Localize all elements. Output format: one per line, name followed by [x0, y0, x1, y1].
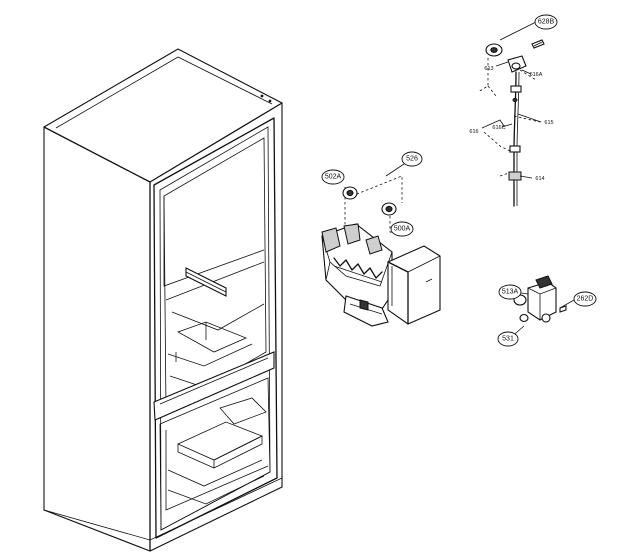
part-label-613: 613	[484, 66, 493, 72]
tube-grommet	[485, 43, 503, 57]
lower-compartment	[159, 377, 271, 531]
ice-maker-assembly	[321, 163, 441, 327]
grommet-left	[342, 186, 358, 200]
part-label-614: 614	[535, 176, 544, 182]
callout-262d: 262D	[573, 291, 597, 307]
callout-513a-label: 513A	[502, 289, 519, 296]
callout-531: 531	[497, 331, 519, 347]
callout-526: 526	[401, 151, 423, 167]
callout-262d-label: 262D	[577, 296, 594, 303]
part-label-615: 615	[544, 120, 553, 126]
screw-top	[531, 39, 545, 49]
callout-628b-label: 628B	[538, 19, 555, 26]
refrigerator-cabinet	[43, 48, 283, 552]
callout-500a-label: 500A	[394, 226, 411, 233]
callout-502a: 502A	[321, 169, 345, 185]
callout-502a-label: 502A	[325, 174, 342, 181]
part-label-616: 616	[469, 129, 478, 135]
grommet-right	[381, 202, 397, 216]
callout-628b: 628B	[534, 14, 558, 30]
water-valve-assembly	[509, 275, 575, 339]
part-label-616c: 616C	[492, 125, 505, 131]
upper-compartment	[163, 137, 267, 411]
callout-500a: 500A	[390, 221, 414, 237]
part-label-616a: 616A	[530, 72, 543, 78]
ice-maker-body	[321, 223, 441, 327]
water-fill-tube-assembly	[477, 21, 545, 207]
callout-526-label: 526	[406, 156, 418, 163]
callout-531-label: 531	[502, 336, 514, 343]
callout-513a: 513A	[498, 284, 522, 300]
